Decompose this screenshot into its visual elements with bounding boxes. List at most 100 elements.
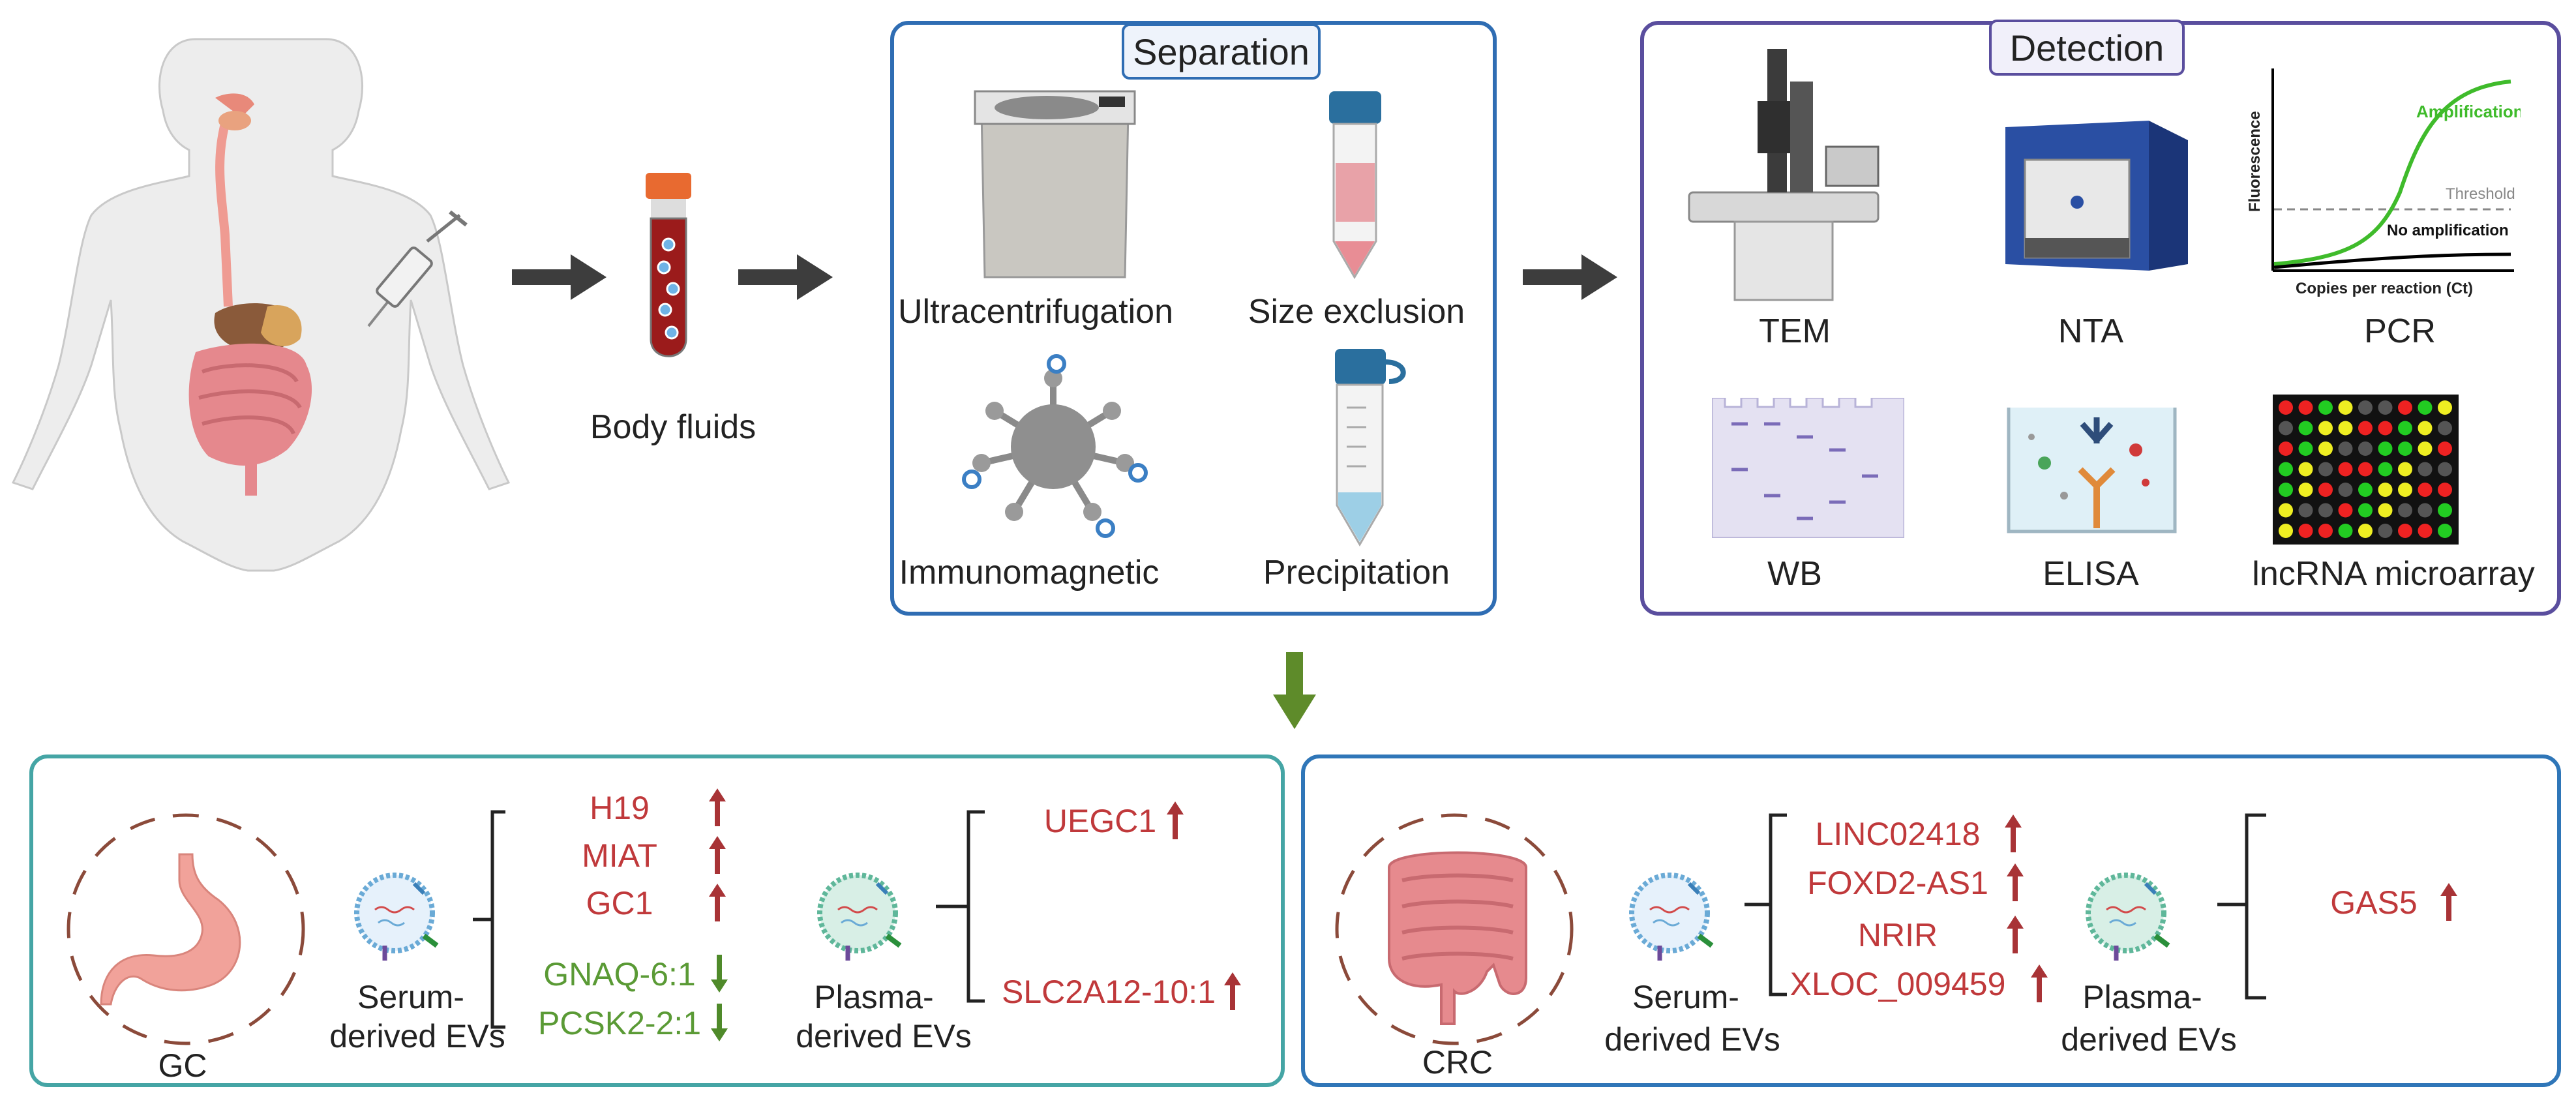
gc-serum-up-3: GC1: [586, 885, 653, 921]
microarray-spot: [2378, 421, 2393, 436]
microarray-spot: [2418, 462, 2433, 477]
arrow-right-icon: [1523, 254, 1617, 300]
microarray-spot: [2298, 400, 2313, 415]
western-blot-icon: [1712, 398, 1904, 538]
gc-serum-down-2: PCSK2-2:1: [537, 1005, 702, 1041]
microarray-spot: [2378, 503, 2393, 518]
microarray-spot: [2438, 524, 2452, 538]
up-arrow-icon: [2007, 916, 2024, 953]
down-arrow-icon: [711, 955, 728, 993]
up-arrow-icon: [709, 836, 726, 874]
microarray-spot: [2378, 524, 2393, 538]
up-arrow-icon: [2005, 815, 2022, 852]
microarray-spot: [2398, 441, 2412, 456]
microarray-spot: [2378, 462, 2393, 477]
microarray-spot: [2279, 421, 2293, 436]
precipitation-tube-icon: [1335, 349, 1406, 546]
up-arrow-icon: [1167, 801, 1184, 839]
crc-serum-label-line2: derived EVs: [1604, 1021, 1780, 1058]
microarray-spot: [2338, 483, 2353, 497]
pcr-threshold-label: Threshold: [2446, 185, 2515, 203]
microarray-spot: [2398, 400, 2412, 415]
gc-serum-label-line1: Serum-: [357, 979, 464, 1015]
crc-serum-label-line1: Serum-: [1632, 979, 1739, 1015]
stomach-icon: [67, 813, 305, 1045]
microarray-spot: [2358, 441, 2373, 456]
microarray-spot: [2318, 441, 2333, 456]
microarray-spot: [2338, 400, 2353, 415]
microarray-spot: [2358, 524, 2373, 538]
microarray-spot: [2338, 462, 2353, 477]
pcr-ylabel: Fluorescence: [2247, 111, 2264, 212]
microarray-spot: [2438, 400, 2452, 415]
microarray-spot: [2398, 503, 2412, 518]
pcr-plot: Fluorescence Copies per reaction (Ct) Am…: [2247, 68, 2521, 297]
pcr-label: PCR: [2364, 312, 2436, 350]
microarray-spot: [2438, 441, 2452, 456]
microarray-spot: [2358, 483, 2373, 497]
microarray-spot: [2398, 421, 2412, 436]
lncrna-microarray-label: lncRNA microarray: [2252, 555, 2535, 593]
microarray-spot: [2358, 421, 2373, 436]
vesicle-icon: [354, 873, 439, 961]
nta-label: NTA: [2058, 312, 2124, 350]
microarray-spot: [2398, 483, 2412, 497]
microarray-spot: [2298, 421, 2313, 436]
microarray-spot: [2438, 462, 2452, 477]
bracket: [473, 810, 505, 1029]
vesicle-icon: [817, 873, 902, 961]
colon-icon: [1335, 813, 1574, 1045]
precipitation-label: Precipitation: [1263, 554, 1450, 591]
microarray-spot: [2298, 524, 2313, 538]
microarray-spot: [2338, 524, 2353, 538]
microarray-spot: [2358, 400, 2373, 415]
gc-panel: [29, 755, 1285, 1087]
microarray-spot: [2438, 483, 2452, 497]
microarray-spot: [2318, 503, 2333, 518]
gc-label: GC: [158, 1047, 207, 1084]
microarray-spot: [2338, 503, 2353, 518]
microarray-spot: [2318, 462, 2333, 477]
microarray-spot: [2398, 524, 2412, 538]
up-arrow-icon: [2440, 883, 2457, 921]
crc-plasma-label-line2: derived EVs: [2061, 1021, 2237, 1058]
crc-serum-up-2: FOXD2-AS1: [1807, 865, 1988, 901]
up-arrow-icon: [709, 788, 726, 826]
microarray-spot: [2358, 503, 2373, 518]
crc-serum-up-1: LINC02418: [1815, 816, 1981, 852]
microarray-spot: [2318, 421, 2333, 436]
bracket: [2217, 813, 2266, 1000]
microarray-spot: [2318, 483, 2333, 497]
microarray-spot: [2398, 462, 2412, 477]
microarray-spot: [2298, 483, 2313, 497]
column-tube-icon: [1329, 91, 1381, 279]
body-fluids-label: Body fluids: [590, 408, 756, 446]
microarray-spot: [2378, 483, 2393, 497]
microarray-spot: [2438, 503, 2452, 518]
microarray-spot: [2378, 441, 2393, 456]
bracket: [1745, 813, 1787, 996]
microarray-spot: [2418, 503, 2433, 518]
arrow-right-icon: [738, 254, 833, 300]
crc-serum-up-4: XLOC_009459: [1790, 966, 2006, 1002]
microarray-spot: [2279, 503, 2293, 518]
vesicle-icon: [2086, 873, 2170, 961]
bracket: [936, 810, 985, 1003]
microarray-spot: [2298, 503, 2313, 518]
up-arrow-icon: [2007, 863, 2024, 901]
vesicle-icon: [1629, 873, 1714, 961]
microarray-spot: [2338, 421, 2353, 436]
arrow-down-icon: [1273, 652, 1316, 729]
immunomagnetic-label: Immunomagnetic: [899, 554, 1160, 591]
size-exclusion-label: Size exclusion: [1248, 293, 1465, 331]
microarray-spot: [2418, 524, 2433, 538]
gc-serum-up-2: MIAT: [582, 837, 657, 874]
human-body-icon: [11, 38, 511, 572]
pcr-xlabel: Copies per reaction (Ct): [2296, 280, 2473, 297]
microarray-spot: [2279, 483, 2293, 497]
pcr-amplification-label: Amplification: [2416, 102, 2521, 121]
microarray-spot: [2418, 400, 2433, 415]
pcr-no-amplification-label: No amplification: [2387, 222, 2509, 239]
microarray-icon: [2273, 395, 2459, 545]
blood-tube-icon: [646, 173, 691, 357]
